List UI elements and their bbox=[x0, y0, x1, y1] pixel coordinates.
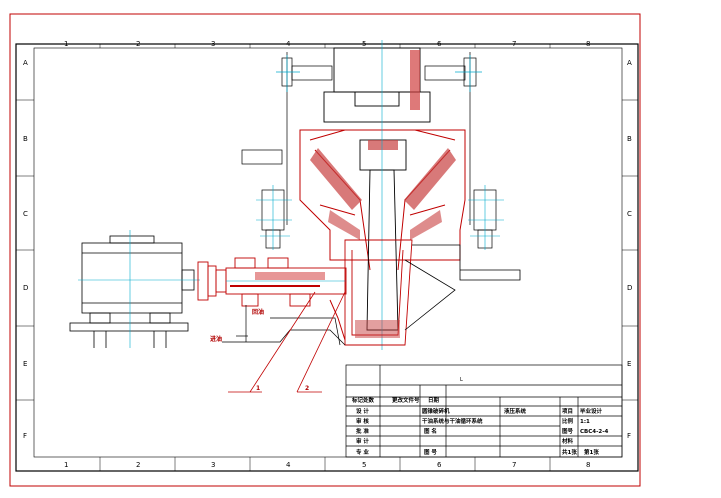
zone-col-5-top: 5 bbox=[362, 40, 366, 48]
top-bolt-assembly-left bbox=[281, 52, 333, 225]
tb-row-1-role: 设 计 bbox=[356, 407, 369, 415]
tb-sheet-label: 共1张 bbox=[562, 448, 577, 456]
zone-col-6-bottom: 6 bbox=[437, 461, 442, 469]
tb-mid-label-a: 图 名 bbox=[424, 427, 437, 435]
sheet-border bbox=[9, 13, 641, 487]
zone-row-b-left: B bbox=[23, 135, 28, 143]
zone-col-3-bottom: 3 bbox=[211, 461, 215, 469]
coupling bbox=[197, 261, 227, 301]
tb-row-2-value: 干油系统与干油循环系统 bbox=[422, 417, 483, 425]
zone-frame-inner bbox=[33, 47, 623, 458]
zone-row-a-right: A bbox=[627, 59, 632, 67]
tb-row-5-role: 专 业 bbox=[356, 448, 369, 456]
tb-drawing-no-value: CBC4-2-4 bbox=[580, 429, 608, 435]
mantle-left bbox=[310, 148, 362, 210]
zone-col-2-top: 2 bbox=[136, 40, 140, 48]
blue-bolt-lines bbox=[276, 55, 482, 92]
zone-col-8-bottom: 8 bbox=[586, 461, 590, 469]
zone-row-f-right: F bbox=[627, 432, 631, 440]
zone-row-d-left: D bbox=[23, 284, 28, 292]
cylinder-left-blue bbox=[256, 185, 292, 250]
tb-ratio-value: 1:1 bbox=[580, 419, 590, 425]
drawing-frame bbox=[15, 43, 639, 472]
drive-shaft bbox=[225, 257, 347, 307]
callout-2-label: 2 bbox=[305, 385, 309, 392]
zone-row-c-right: C bbox=[627, 210, 632, 218]
tb-head-mark-region: 标记处数 bbox=[351, 396, 375, 404]
oil-line-red bbox=[329, 299, 346, 341]
oil-inlet-label: 进油 bbox=[210, 335, 222, 343]
oil-outlet-label: 回油 bbox=[252, 308, 264, 316]
zone-row-f-left: F bbox=[23, 432, 27, 440]
oil-piping bbox=[222, 305, 346, 346]
zone-col-5-bottom: 5 bbox=[362, 461, 366, 469]
lower-frame-right bbox=[404, 244, 521, 331]
main-shaft-top-cap bbox=[368, 140, 398, 150]
zone-col-7-bottom: 7 bbox=[512, 461, 516, 469]
tb-right-title: 毕业设计 bbox=[580, 407, 603, 415]
zone-row-c-left: C bbox=[23, 210, 28, 218]
zone-markers bbox=[16, 44, 638, 471]
tb-head-doc-no: 更改文件号 bbox=[392, 396, 420, 404]
tb-item-label: 项目 bbox=[562, 407, 573, 415]
motor-centerlines bbox=[78, 230, 200, 348]
shaft-fill bbox=[255, 272, 325, 280]
main-shaft bbox=[359, 139, 407, 331]
cylinder-right-blue bbox=[468, 185, 504, 250]
zone-col-4-top: 4 bbox=[286, 40, 291, 48]
tb-drawing-no-label: 图号 bbox=[562, 427, 574, 435]
tb-row-4-role: 审 计 bbox=[356, 437, 369, 445]
hydraulic-cylinder-left bbox=[241, 149, 285, 249]
tb-row-1-value: 圆锥破碎机 bbox=[422, 407, 450, 415]
tb-row-2-role: 审 核 bbox=[356, 417, 369, 425]
crusher-housing bbox=[299, 129, 466, 271]
concave-right bbox=[410, 210, 442, 240]
zone-col-4-bottom: 4 bbox=[286, 461, 291, 469]
callout-1-label: 1 bbox=[256, 385, 260, 392]
hopper-liner bbox=[410, 50, 420, 110]
title-block bbox=[345, 364, 623, 458]
zone-col-6-top: 6 bbox=[437, 40, 442, 48]
tb-row-3-role: 批 准 bbox=[356, 427, 369, 435]
mantle-right bbox=[404, 148, 456, 210]
zone-col-1-top: 1 bbox=[64, 40, 68, 48]
callout-leaders bbox=[228, 291, 346, 393]
eccentric-fill bbox=[355, 320, 400, 338]
zone-row-b-right: B bbox=[627, 135, 632, 143]
tb-mid-label-b: 图 号 bbox=[424, 448, 437, 456]
concave-left bbox=[328, 210, 360, 240]
tb-item-value: 液压系统 bbox=[504, 407, 527, 415]
zone-row-e-right: E bbox=[627, 360, 631, 368]
zone-row-d-right: D bbox=[627, 284, 632, 292]
zone-col-8-top: 8 bbox=[586, 40, 590, 48]
tb-head-date: 日期 bbox=[428, 396, 440, 404]
tb-material-label: 材料 bbox=[562, 437, 574, 445]
zone-row-e-left: E bbox=[23, 360, 27, 368]
tb-sheet-value: 第1张 bbox=[584, 448, 599, 456]
tb-ratio-label: 比例 bbox=[562, 417, 574, 425]
motor-drawing bbox=[69, 235, 195, 348]
zone-col-1-bottom: 1 bbox=[64, 461, 68, 469]
title-block-mark: L bbox=[460, 377, 463, 383]
zone-col-3-top: 3 bbox=[211, 40, 215, 48]
zone-col-7-top: 7 bbox=[512, 40, 516, 48]
zone-row-a-left: A bbox=[23, 59, 28, 67]
zone-col-2-bottom: 2 bbox=[136, 461, 140, 469]
